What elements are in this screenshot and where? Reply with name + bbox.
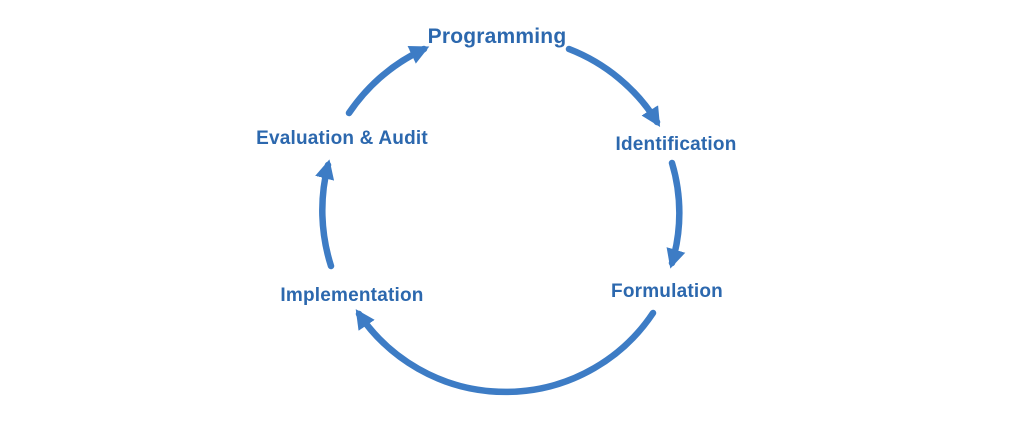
stage-label-programming: Programming xyxy=(427,25,567,48)
arrow-formulation-to-implementation xyxy=(355,309,657,396)
arrow-programming-to-identification xyxy=(565,45,661,127)
stage-label-formulation: Formulation xyxy=(611,281,723,302)
arrow-evaluation-to-programming xyxy=(345,45,430,117)
stage-label-implementation: Implementation xyxy=(280,285,424,306)
arrow-identification-to-formulation xyxy=(666,159,686,269)
stage-label-identification: Identification xyxy=(615,134,737,155)
stage-label-evaluation-audit: Evaluation & Audit xyxy=(256,128,428,149)
arrow-implementation-to-evaluation xyxy=(315,159,335,270)
